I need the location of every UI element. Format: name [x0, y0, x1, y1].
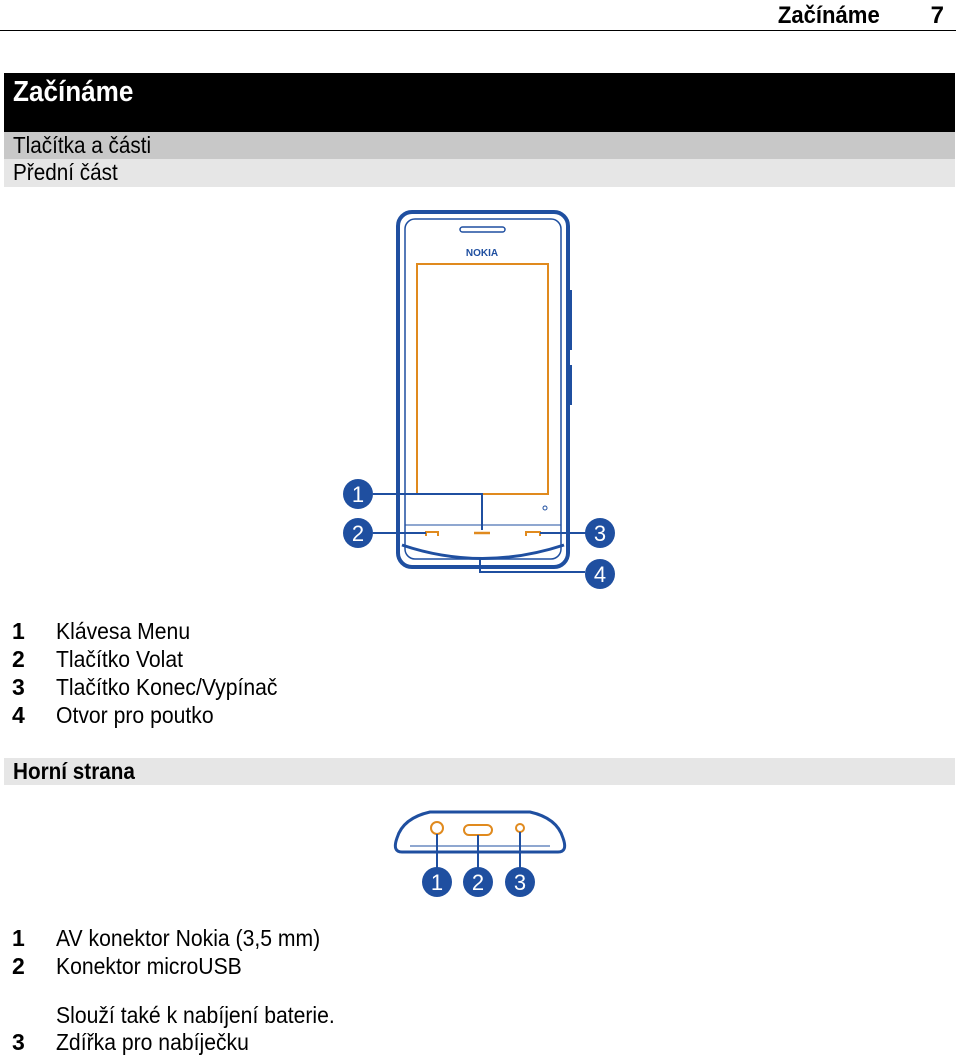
running-header: Začínáme 7: [0, 0, 956, 31]
subsection-title-front: Přední část: [13, 159, 118, 185]
section-title: Tlačítka a části: [13, 132, 152, 158]
phone-front-illustration: NOKIA 1 2 3 4: [343, 210, 615, 589]
svg-text:3: 3: [514, 870, 526, 895]
callout-front-4: 4: [585, 559, 615, 589]
callout-top-3: 3: [505, 867, 535, 897]
phone-top-illustration: 1 2 3: [393, 810, 567, 897]
subsection-title-top: Horní strana: [13, 758, 135, 784]
running-title: Začínáme: [778, 2, 880, 29]
chapter-title: Začínáme: [13, 76, 134, 108]
callout-front-2: 2: [343, 518, 373, 548]
svg-text:3: 3: [594, 521, 606, 546]
callout-top-1: 1: [422, 867, 452, 897]
svg-text:2: 2: [472, 870, 484, 895]
phone-brand-logo: NOKIA: [466, 248, 498, 259]
callout-front-3: 3: [585, 518, 615, 548]
callout-front-1: 1: [343, 479, 373, 509]
microusb-note: Slouží také k nabíjení baterie.: [56, 1002, 335, 1028]
svg-text:2: 2: [352, 521, 364, 546]
callout-top-2: 2: [463, 867, 493, 897]
subsection-heading-top: Horní strana: [4, 758, 955, 785]
page-number: 7: [930, 2, 944, 29]
svg-text:1: 1: [431, 870, 443, 895]
svg-text:4: 4: [594, 562, 606, 587]
subsection-heading-front: Přední část: [4, 159, 955, 187]
svg-text:1: 1: [352, 482, 364, 507]
section-heading: Tlačítka a části: [4, 132, 955, 159]
chapter-heading: Začínáme: [4, 73, 955, 132]
